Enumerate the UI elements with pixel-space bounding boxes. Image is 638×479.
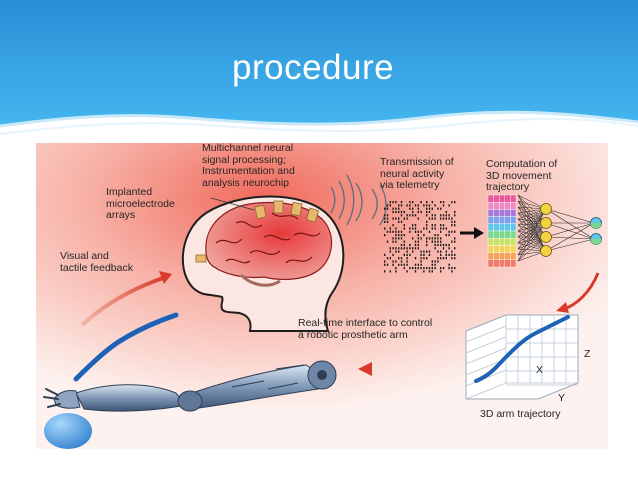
electrode-pointer [210,197,255,211]
label-computation: Computation of 3D movement trajectory [486,158,558,193]
axis-z-label: Z [584,348,591,360]
3d-plot-icon [465,314,579,400]
ball-icon [44,413,92,449]
red-arrow-feedback-icon [80,271,172,327]
color-matrix-icon [487,194,517,268]
label-trajectory-caption: 3D arm trajectory [480,408,561,420]
trajectory-curve [474,315,570,383]
electrode-arrays [195,200,320,263]
label-telemetry: Transmission of neural activity via tele… [380,156,454,191]
red-arrow-left-icon [358,362,448,376]
network-node [540,231,552,243]
network-node [540,203,552,215]
black-arrow-icon [460,227,484,239]
network-node [540,245,552,257]
axis-x-label: X [536,364,544,376]
diagram-canvas [36,143,608,449]
network-node [540,217,552,229]
axis-y-label: Y [558,392,566,404]
label-neurochip: Multichannel neural signal processing; I… [202,142,295,189]
slide-title: procedure [232,48,395,87]
telemetry-waves-icon [330,174,387,226]
spike-raster-icon [384,201,456,273]
feedback-trajectory [73,312,179,382]
label-feedback: Visual and tactile feedback [60,250,133,274]
bci-diagram: Multichannel neural signal processing; I… [36,142,608,449]
neural-network-icon [517,194,602,262]
robotic-arm-icon [43,360,337,412]
label-electrodes: Implanted microelectrode arrays [106,186,175,221]
red-arrow-down-icon [556,272,600,313]
brain-icon [205,201,333,287]
header-banner [0,0,638,135]
label-interface: Real-time interface to control a robotic… [298,317,433,341]
